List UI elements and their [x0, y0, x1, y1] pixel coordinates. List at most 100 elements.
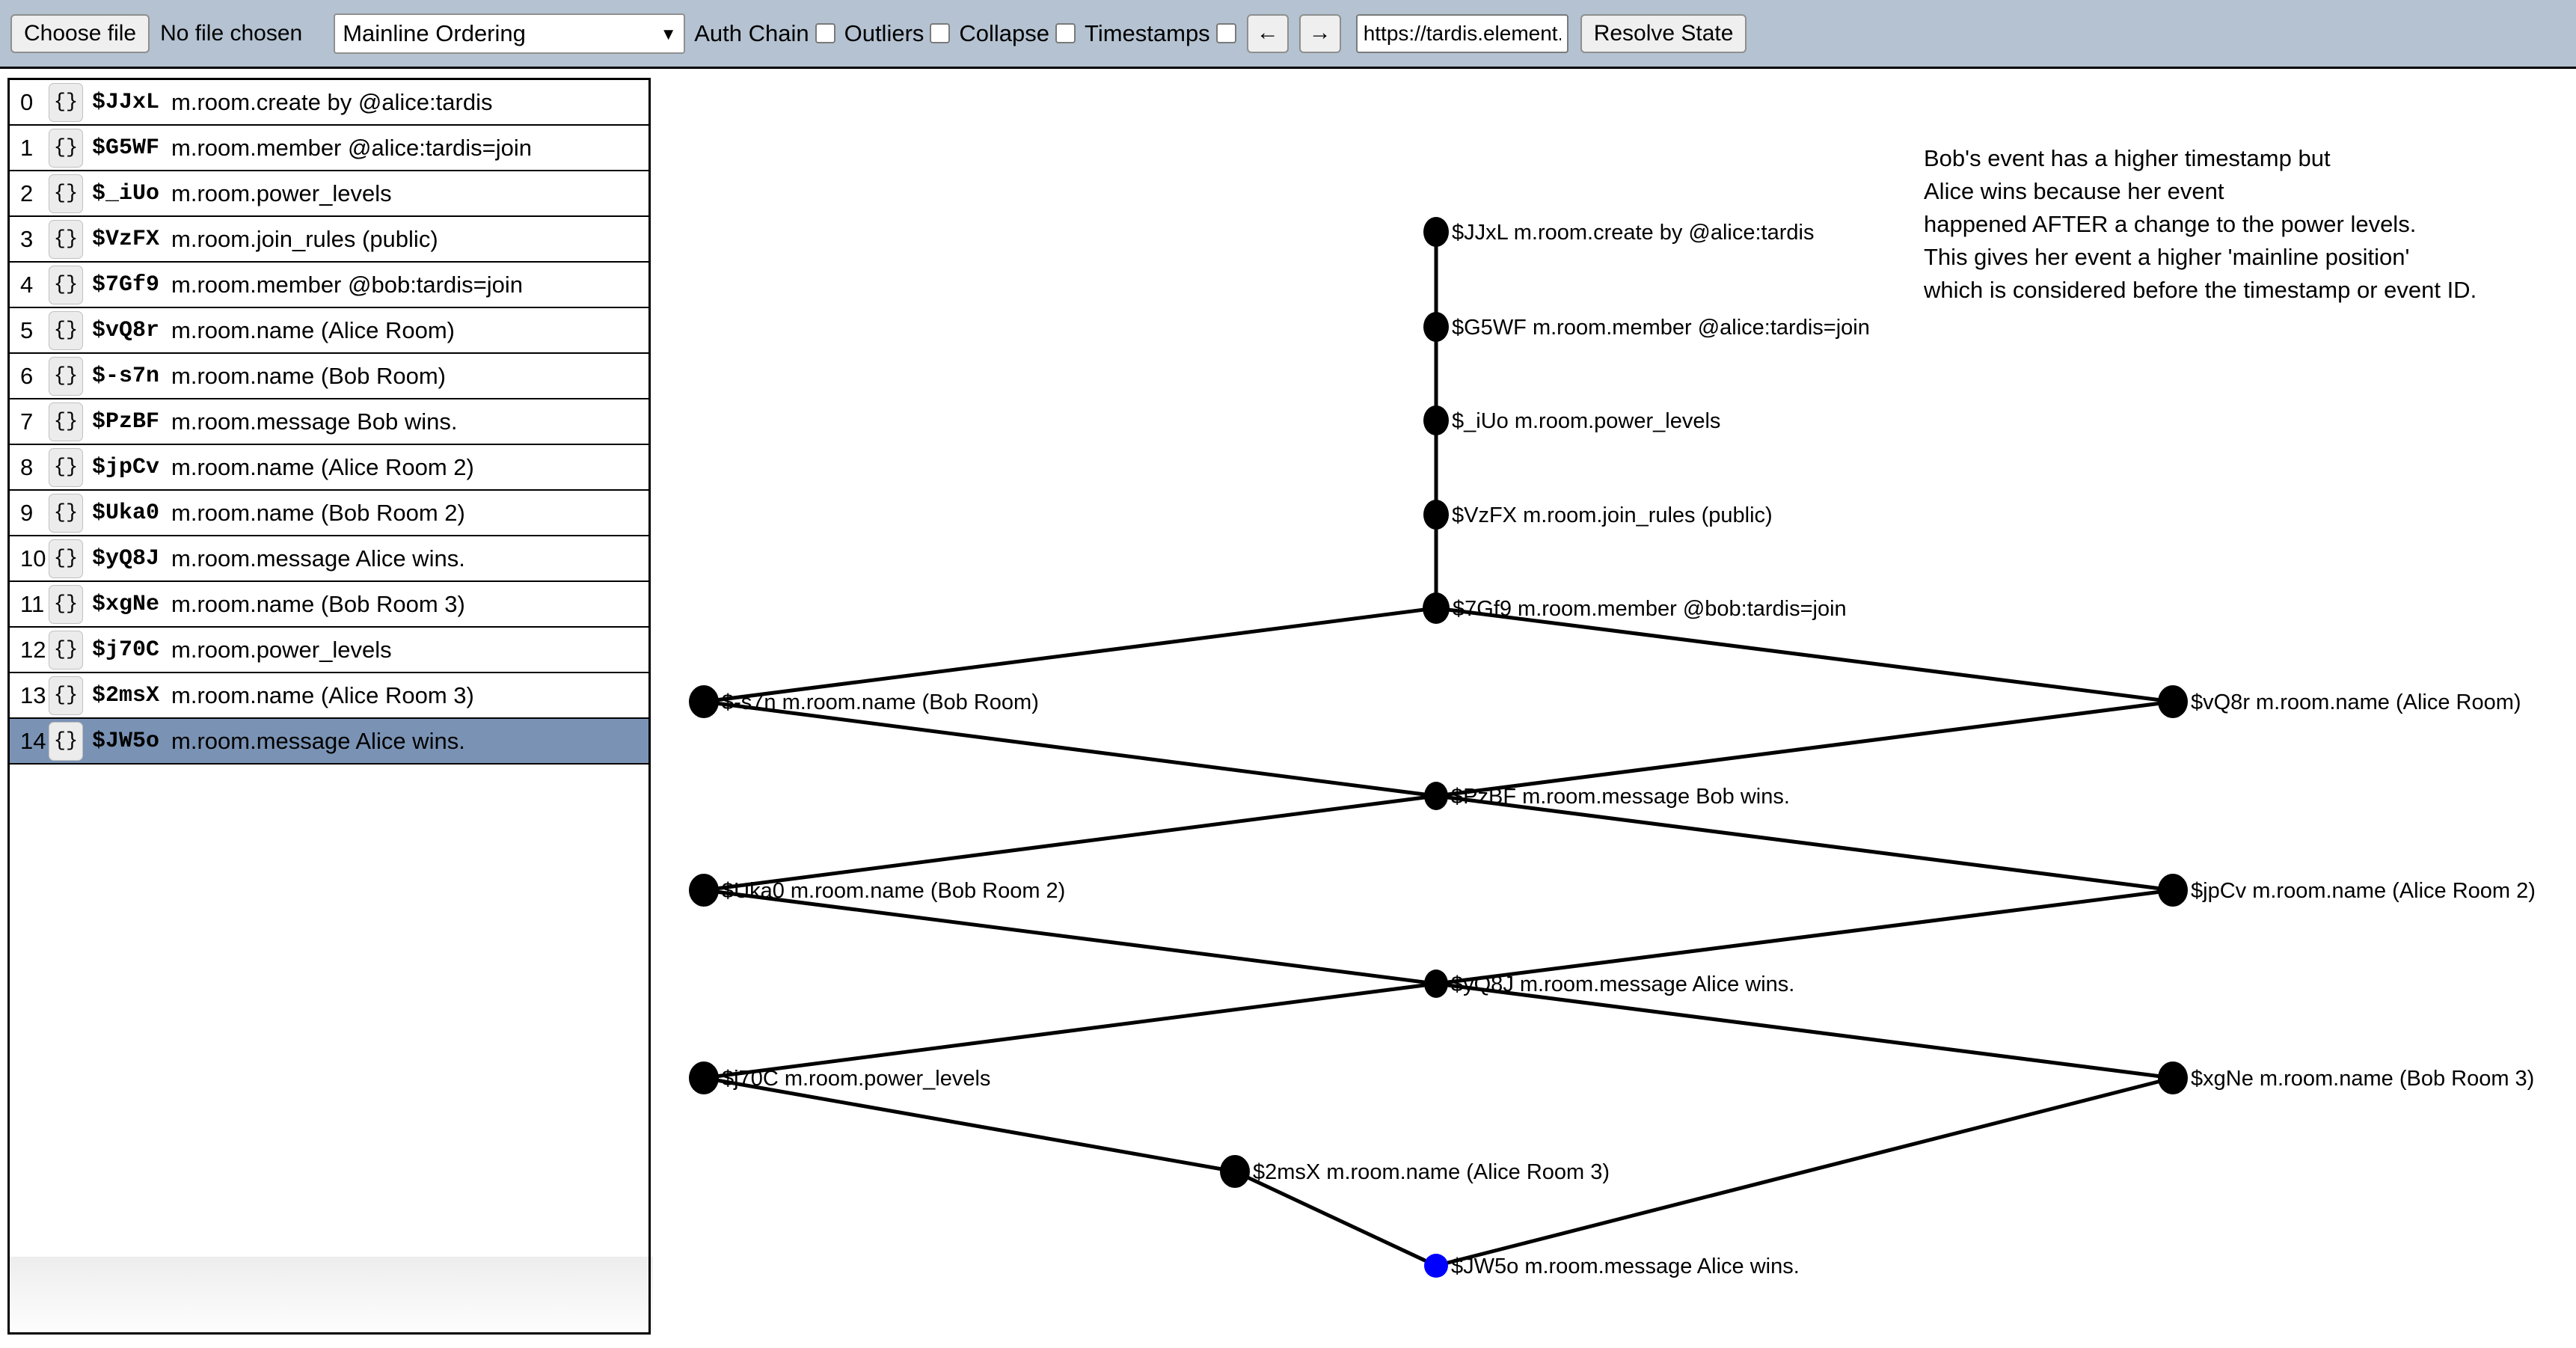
event-row-index: 0	[20, 88, 34, 115]
timestamps-checkbox[interactable]	[1215, 23, 1236, 43]
event-row-description: m.room.power_levels	[171, 636, 392, 663]
event-row-index: 1	[20, 134, 34, 161]
dag-edge	[1435, 606, 2174, 704]
event-row-description: m.room.name (Alice Room)	[171, 316, 455, 343]
dag-node[interactable]	[1424, 782, 1448, 810]
choose-file-button[interactable]: Choose file	[10, 13, 150, 53]
dag-node[interactable]	[689, 1061, 719, 1094]
outliers-checkbox-group[interactable]: Outliers	[844, 20, 951, 47]
event-row-index: 3	[20, 225, 34, 252]
collapse-checkbox-group[interactable]: Collapse	[959, 20, 1076, 47]
dag-node-label: $JW5o m.room.message Alice wins.	[1451, 1254, 1800, 1278]
view-json-button[interactable]: {}	[49, 721, 83, 761]
event-row-description: m.room.name (Alice Room 2)	[171, 453, 474, 480]
event-row-index: 4	[20, 271, 34, 298]
dag-node-label: $2msX m.room.name (Alice Room 3)	[1253, 1160, 1610, 1184]
view-json-button[interactable]: {}	[49, 402, 83, 441]
event-row-index: 10	[20, 545, 46, 572]
view-json-button[interactable]: {}	[49, 630, 83, 670]
auth-chain-checkbox-group[interactable]: Auth Chain	[694, 20, 835, 47]
view-json-button[interactable]: {}	[49, 493, 83, 533]
dag-node[interactable]	[1423, 312, 1449, 342]
event-row-index: 8	[20, 453, 34, 480]
event-row-description: m.room.name (Bob Room 2)	[171, 499, 465, 526]
dag-node-label: $jpCv m.room.name (Alice Room 2)	[2191, 879, 2536, 903]
dag-edge	[1435, 794, 2174, 892]
view-json-button[interactable]: {}	[49, 356, 83, 396]
dag-node-label: $_iUo m.room.power_levels	[1452, 409, 1720, 433]
event-row-id: $G5WF	[92, 135, 160, 161]
dag-node[interactable]	[1423, 405, 1449, 435]
ordering-select[interactable]: Mainline Ordering	[334, 13, 686, 54]
view-json-button[interactable]: {}	[49, 539, 83, 578]
view-json-button[interactable]: {}	[49, 219, 83, 259]
dag-node[interactable]	[1423, 500, 1449, 530]
view-json-button[interactable]: {}	[49, 174, 83, 213]
dag-node[interactable]	[1424, 969, 1448, 998]
url-input[interactable]	[1355, 13, 1568, 53]
event-list-row[interactable]: 8 {} $jpCv m.room.name (Alice Room 2)	[10, 445, 648, 491]
event-row-id: $Uka0	[92, 500, 160, 526]
dag-node-label: $yQ8J m.room.message Alice wins.	[1451, 972, 1794, 996]
event-row-index: 12	[20, 636, 46, 663]
dag-node[interactable]	[1423, 217, 1449, 247]
dag-edge	[1233, 1169, 1438, 1268]
resolve-state-button[interactable]: Resolve State	[1580, 13, 1747, 53]
dag-edge	[1435, 699, 2174, 798]
view-json-button[interactable]: {}	[49, 265, 83, 304]
event-row-id: $-s7n	[92, 363, 160, 389]
event-row-id: $vQ8r	[92, 317, 160, 343]
back-arrow-icon[interactable]: ←	[1246, 13, 1289, 53]
dag-node[interactable]	[689, 685, 719, 718]
event-row-id: $2msX	[92, 682, 160, 708]
event-row-id: $JW5o	[92, 728, 160, 754]
event-row-index: 11	[20, 590, 45, 617]
event-row-index: 6	[20, 362, 34, 389]
dag-node-label: $-s7n m.room.name (Bob Room)	[722, 690, 1039, 714]
dag-node-label: $G5WF m.room.member @alice:tardis=join	[1452, 316, 1870, 340]
view-json-button[interactable]: {}	[49, 675, 83, 715]
view-json-button[interactable]: {}	[49, 447, 83, 487]
auth-chain-checkbox[interactable]	[815, 23, 835, 43]
event-row-description: m.room.message Alice wins.	[171, 545, 465, 572]
event-row-id: $jpCv	[92, 454, 160, 480]
collapse-checkbox[interactable]	[1055, 23, 1076, 43]
collapse-label: Collapse	[959, 19, 1050, 46]
view-json-button[interactable]: {}	[49, 310, 83, 350]
dag-node[interactable]	[2158, 1061, 2188, 1094]
dag-node[interactable]	[1220, 1155, 1250, 1188]
timestamps-checkbox-group[interactable]: Timestamps	[1085, 20, 1236, 47]
dag-node[interactable]	[1424, 1254, 1448, 1278]
dag-node[interactable]	[2158, 874, 2188, 907]
view-json-button[interactable]: {}	[49, 128, 83, 168]
ordering-select-wrapper[interactable]: Mainline Ordering ▾	[334, 13, 686, 54]
view-json-button[interactable]: {}	[49, 82, 83, 122]
event-row-id: $VzFX	[92, 226, 160, 252]
file-input-group[interactable]: Choose file No file chosen	[10, 13, 334, 53]
outliers-checkbox[interactable]	[930, 23, 951, 43]
event-row-index: 2	[20, 180, 34, 206]
dag-node[interactable]	[689, 874, 719, 907]
event-dag-graph[interactable]: $JJxL m.room.create by @alice:tardis$G5W…	[653, 71, 2576, 1348]
event-row-index: 14	[20, 727, 46, 754]
dag-node[interactable]	[2158, 685, 2188, 718]
forward-arrow-icon[interactable]: →	[1298, 13, 1341, 53]
dag-node[interactable]	[1423, 592, 1450, 624]
view-json-button[interactable]: {}	[49, 584, 83, 624]
timestamps-label: Timestamps	[1085, 19, 1210, 46]
